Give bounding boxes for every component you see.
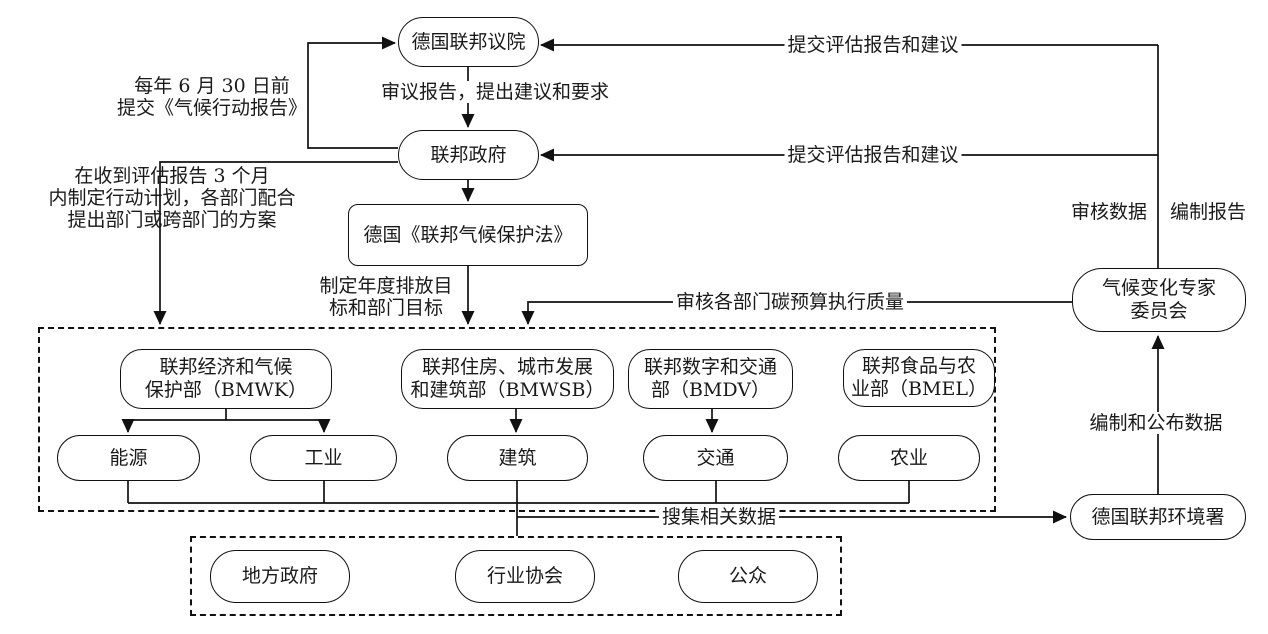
node-local-government-label: 地方政府 xyxy=(241,565,318,587)
node-climate-expert-committee-line1: 气候变化专家 xyxy=(1101,277,1216,299)
edge-label-annual-submit-line1: 每年 6 月 30 日前 xyxy=(134,75,290,97)
edge-label-submit-eval-mid: 提交评估报告和建议 xyxy=(784,144,962,166)
node-ministry-bmwsb-line2: 和建筑部（BMWSB） xyxy=(410,379,605,401)
node-climate-protection-law-label: 德国《联邦气候保护法》 xyxy=(363,223,573,246)
node-public: 公众 xyxy=(678,550,818,603)
edge-label-compile-publish-data: 编制和公布数据 xyxy=(1086,412,1226,434)
ministries-sectors-group-box xyxy=(38,327,996,512)
edge-label-action-plan-line3: 提出部门或跨部门的方案 xyxy=(67,209,277,231)
node-ministry-bmwk: 联邦经济和气候 保护部（BMWK） xyxy=(120,349,332,409)
node-ministry-bmdv: 联邦数字和交通 部（BMDV） xyxy=(628,349,793,409)
node-sector-industry-label: 工业 xyxy=(304,446,343,469)
node-local-government: 地方政府 xyxy=(210,550,350,603)
node-ministry-bmdv-line2: 部（BMDV） xyxy=(650,379,771,401)
edge-label-annual-submit-line2: 提交《气候行动报告》 xyxy=(116,97,308,119)
node-sector-energy-label: 能源 xyxy=(109,446,148,469)
edge-sector-collector xyxy=(127,481,910,504)
node-sector-transport-label: 交通 xyxy=(696,446,735,469)
node-sector-energy: 能源 xyxy=(57,435,200,481)
node-sector-transport: 交通 xyxy=(643,435,788,481)
node-climate-protection-law: 德国《联邦气候保护法》 xyxy=(348,204,588,266)
edge-label-annual-targets-line2: 标和部门目标 xyxy=(328,297,444,319)
edge-label-collect-data: 搜集相关数据 xyxy=(658,506,780,528)
node-ministry-bmwsb-line1: 联邦住房、城市发展 xyxy=(421,356,593,378)
node-ministry-bmdv-line1: 联邦数字和交通 xyxy=(643,356,777,378)
edge-label-annual-targets: 制定年度排放目 标和部门目标 xyxy=(316,275,455,319)
edge-label-annual-submit: 每年 6 月 30 日前 提交《气候行动报告》 xyxy=(114,75,310,119)
edge-government-to-bundestag-loop xyxy=(307,36,398,149)
node-bundestag-label: 德国联邦议院 xyxy=(411,30,526,53)
edge-label-submit-eval-top: 提交评估报告和建议 xyxy=(784,34,962,56)
node-federal-environment-agency: 德国联邦环境署 xyxy=(1070,494,1246,540)
node-sector-building-label: 建筑 xyxy=(498,446,537,469)
node-climate-expert-committee: 气候变化专家 委员会 xyxy=(1072,268,1246,332)
node-bundestag: 德国联邦议院 xyxy=(398,17,539,67)
edge-bmwk-split xyxy=(128,409,324,421)
node-government: 联邦政府 xyxy=(398,130,539,180)
node-ministry-bmwk-line1: 联邦经济和气候 xyxy=(159,356,293,378)
edge-label-annual-targets-line1: 制定年度排放目 xyxy=(319,275,453,297)
node-sector-agriculture-label: 农业 xyxy=(889,446,928,469)
node-sector-industry: 工业 xyxy=(250,435,397,481)
node-industry-association-label: 行业协会 xyxy=(486,565,563,587)
edge-label-audit-data: 审核数据 xyxy=(1070,201,1147,223)
stakeholders-group-box xyxy=(190,536,842,616)
node-ministry-bmel-line1: 联邦食品与农 xyxy=(861,355,976,377)
node-ministry-bmwsb: 联邦住房、城市发展 和建筑部（BMWSB） xyxy=(401,349,614,409)
edge-label-action-plan-line2: 内制定行动计划，各部门配合 xyxy=(48,187,296,209)
node-government-label: 联邦政府 xyxy=(430,143,507,166)
edge-label-action-plan-line1: 在收到评估报告 3 个月 xyxy=(74,165,270,187)
node-ministry-bmwk-line2: 保护部（BMWK） xyxy=(144,379,308,401)
node-ministry-bmel: 联邦食品与农 业部（BMEL） xyxy=(843,349,995,407)
edge-label-compile-report: 编制报告 xyxy=(1170,201,1247,223)
node-federal-environment-agency-label: 德国联邦环境署 xyxy=(1091,505,1225,528)
node-sector-agriculture: 农业 xyxy=(838,435,980,481)
node-industry-association: 行业协会 xyxy=(455,550,595,603)
edge-label-action-plan: 在收到评估报告 3 个月 内制定行动计划，各部门配合 提出部门或跨部门的方案 xyxy=(45,165,298,231)
node-climate-expert-committee-line2: 委员会 xyxy=(1130,300,1188,322)
edge-government-to-ministries-box xyxy=(153,161,398,325)
node-ministry-bmel-line2: 业部（BMEL） xyxy=(851,378,987,400)
node-sector-building: 建筑 xyxy=(447,435,588,481)
node-public-label: 公众 xyxy=(728,565,767,587)
edge-label-audit-budget: 审核各部门碳预算执行质量 xyxy=(672,291,908,313)
edge-label-review-report: 审议报告，提出建议和要求 xyxy=(377,81,613,103)
